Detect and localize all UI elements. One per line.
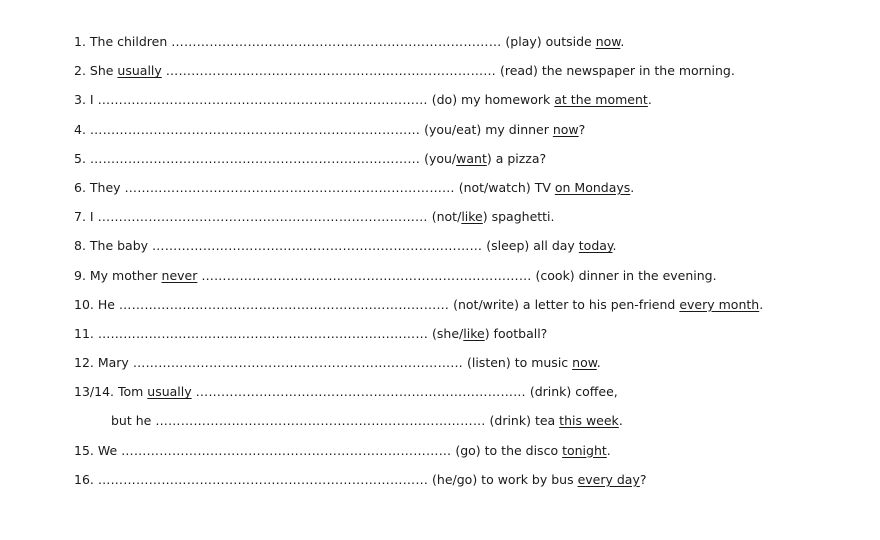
exercise-line: 1. The children ………………………………………………………………… bbox=[74, 33, 864, 62]
sentence-text: (you/eat) my dinner bbox=[420, 121, 553, 137]
sentence-text: (he/go) to work by bus bbox=[428, 471, 578, 487]
sentence-text: (she/ bbox=[428, 325, 464, 341]
underlined-keyword: at the moment bbox=[554, 92, 648, 108]
sentence-text: (not/watch) TV bbox=[454, 179, 555, 195]
sentence-text: ) spaghetti. bbox=[482, 209, 555, 225]
answer-blank[interactable]: …………………………………………………………………… bbox=[89, 150, 421, 166]
exercise-line: 9. My mother never ………………………………………………………… bbox=[74, 267, 864, 296]
sentence-text: (play) outside bbox=[501, 34, 596, 49]
underlined-keyword: every month bbox=[679, 296, 760, 312]
exercise-line: 15. We …………………………………………………………………… (go) t… bbox=[74, 442, 864, 471]
sentence-text: 8. The baby bbox=[74, 238, 153, 254]
exercise-line: but he …………………………………………………………………… (drink… bbox=[74, 412, 864, 441]
sentence-text: . bbox=[612, 238, 617, 254]
sentence-text: (sleep) all day bbox=[482, 238, 579, 254]
underlined-keyword: never bbox=[161, 267, 198, 283]
exercise-sheet: 1. The children ………………………………………………………………… bbox=[74, 33, 864, 500]
sentence-text: 1. The children bbox=[74, 34, 172, 49]
sentence-text: . bbox=[759, 296, 764, 312]
sentence-text: . bbox=[620, 34, 625, 49]
sentence-text: . bbox=[630, 179, 635, 195]
answer-blank[interactable]: …………………………………………………………………… bbox=[132, 355, 464, 371]
answer-blank[interactable]: …………………………………………………………………… bbox=[195, 384, 526, 400]
sentence-text: (drink) coffee, bbox=[525, 384, 618, 400]
sentence-text: (drink) tea bbox=[485, 413, 560, 429]
sentence-text: . bbox=[647, 92, 652, 108]
exercise-line: 13/14. Tom usually ………………………………………………………… bbox=[74, 383, 864, 412]
exercise-line: 12. Mary …………………………………………………………………… (lis… bbox=[74, 354, 864, 383]
sentence-text: . bbox=[596, 355, 601, 371]
sentence-text: ? bbox=[578, 121, 586, 137]
sentence-text: 9. My mother bbox=[74, 267, 162, 283]
exercise-line: 2. She usually …………………………………………………………………… bbox=[74, 62, 864, 91]
sentence-text: (not/ bbox=[427, 209, 462, 225]
exercise-line: 3. I …………………………………………………………………… (do) my … bbox=[74, 91, 864, 120]
exercise-line: 10. He …………………………………………………………………… (not/w… bbox=[74, 296, 864, 325]
sentence-text: 4. bbox=[74, 121, 90, 137]
answer-blank[interactable]: …………………………………………………………………… bbox=[165, 63, 496, 79]
sentence-text: . bbox=[606, 442, 611, 458]
answer-blank[interactable]: …………………………………………………………………… bbox=[124, 179, 455, 195]
underlined-keyword: like bbox=[461, 209, 483, 225]
answer-blank[interactable]: …………………………………………………………………… bbox=[121, 442, 452, 458]
sentence-text: 6. They bbox=[74, 179, 125, 195]
underlined-keyword: today bbox=[578, 238, 613, 254]
exercise-line: 5. …………………………………………………………………… (you/want)… bbox=[74, 150, 864, 179]
underlined-keyword: usually bbox=[117, 63, 162, 79]
sentence-text: 5. bbox=[74, 150, 90, 166]
exercise-line: 7. I …………………………………………………………………… (not/lik… bbox=[74, 208, 864, 237]
sentence-text: 13/14. Tom bbox=[74, 384, 148, 400]
answer-blank[interactable]: …………………………………………………………………… bbox=[89, 121, 421, 137]
underlined-keyword: this week bbox=[559, 413, 619, 429]
answer-blank[interactable]: …………………………………………………………………… bbox=[97, 92, 428, 108]
exercise-line: 11. …………………………………………………………………… (she/like… bbox=[74, 325, 864, 354]
sentence-text: (cook) dinner in the evening. bbox=[531, 267, 717, 283]
sentence-text: 15. We bbox=[74, 442, 122, 458]
sentence-text: (do) my homework bbox=[427, 92, 555, 108]
sentence-text: 3. I bbox=[74, 92, 98, 108]
answer-blank[interactable]: …………………………………………………………………… bbox=[152, 238, 483, 254]
answer-blank[interactable]: …………………………………………………………………… bbox=[201, 267, 532, 283]
underlined-keyword: every day bbox=[577, 471, 640, 487]
sentence-text: (read) the newspaper in the morning. bbox=[495, 63, 735, 79]
exercise-line: 4. …………………………………………………………………… (you/eat) … bbox=[74, 121, 864, 150]
sentence-text: (not/write) a letter to his pen-friend bbox=[449, 296, 680, 312]
exercise-line: 6. They …………………………………………………………………… (not/… bbox=[74, 179, 864, 208]
answer-blank[interactable]: …………………………………………………………………… bbox=[97, 471, 429, 487]
answer-blank[interactable]: …………………………………………………………………… bbox=[155, 413, 486, 429]
underlined-keyword: want bbox=[456, 150, 487, 166]
sentence-text: 10. He bbox=[74, 296, 119, 312]
exercise-line: 8. The baby …………………………………………………………………… (… bbox=[74, 237, 864, 266]
sentence-text: (go) to the disco bbox=[451, 442, 563, 458]
sentence-text: but he bbox=[111, 413, 156, 429]
underlined-keyword: usually bbox=[147, 384, 192, 400]
underlined-keyword: now bbox=[572, 355, 597, 371]
answer-blank[interactable]: …………………………………………………………………… bbox=[118, 296, 450, 312]
answer-blank[interactable]: …………………………………………………………………… bbox=[171, 34, 502, 49]
sentence-text: . bbox=[618, 413, 623, 429]
sentence-text: ) football? bbox=[484, 325, 548, 341]
sentence-text: ? bbox=[639, 471, 647, 487]
sentence-text: 11. bbox=[74, 325, 98, 341]
underlined-keyword: like bbox=[463, 325, 485, 341]
answer-blank[interactable]: …………………………………………………………………… bbox=[97, 325, 429, 341]
sentence-text: (you/ bbox=[420, 150, 457, 166]
sentence-text: 16. bbox=[74, 471, 98, 487]
underlined-keyword: tonight bbox=[562, 442, 607, 458]
sentence-text: 7. I bbox=[74, 209, 98, 225]
sentence-text: 12. Mary bbox=[74, 355, 133, 371]
underlined-keyword: now bbox=[595, 34, 621, 49]
underlined-keyword: now bbox=[552, 121, 579, 137]
sentence-text: (listen) to music bbox=[463, 355, 573, 371]
underlined-keyword: on Mondays bbox=[554, 179, 631, 195]
sentence-text: 2. She bbox=[74, 63, 118, 79]
exercise-line: 16. …………………………………………………………………… (he/go) t… bbox=[74, 471, 864, 500]
answer-blank[interactable]: …………………………………………………………………… bbox=[97, 209, 428, 225]
sentence-text: ) a pizza? bbox=[486, 150, 547, 166]
